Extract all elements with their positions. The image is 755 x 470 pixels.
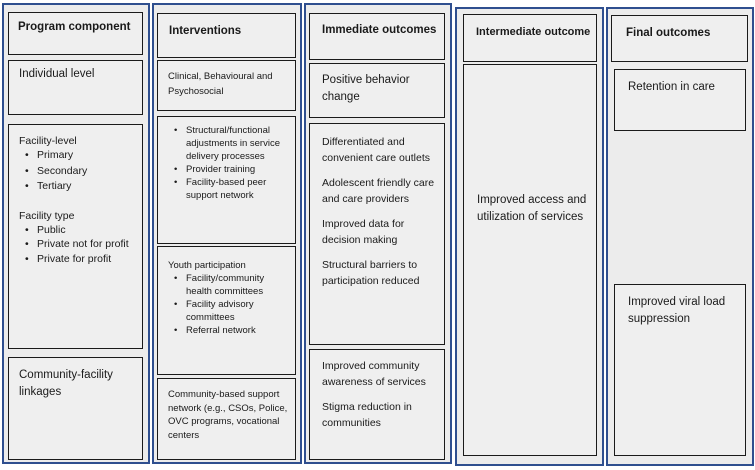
individual-level-box: Individual level <box>8 60 143 115</box>
facility-type-list: Public Private not for profit Private fo… <box>19 223 138 267</box>
facility-level-box: Facility-level Primary Secondary Tertiar… <box>8 124 143 349</box>
immediate-outcomes-header: Immediate outcomes <box>309 13 445 60</box>
list-item: Referral network <box>174 324 291 337</box>
youth-participation-box: Youth participation Facility/community h… <box>157 246 296 375</box>
list-item: Facility/community health committees <box>174 272 291 298</box>
viral-load-label: Improved viral load suppression <box>628 296 726 325</box>
list-item: Structural/functional adjustments in ser… <box>174 124 291 163</box>
list-item: Facility advisory committees <box>174 298 291 324</box>
list-item: Public <box>25 223 138 238</box>
facility-outcome-item: Improved data for decision making <box>322 218 405 246</box>
final-outcomes-column: Final outcomes Retention in care Improve… <box>606 7 754 466</box>
access-utilization-label: Improved access and utilization of servi… <box>477 194 587 223</box>
interventions-header: Interventions <box>157 13 296 58</box>
community-outcome-item: Stigma reduction in communities <box>322 401 412 429</box>
facility-interventions-box: Structural/functional adjustments in ser… <box>157 116 296 244</box>
clinical-box: Clinical, Behavioural and Psychosocial <box>157 60 296 111</box>
facility-outcome-item: Differentiated and convenient care outle… <box>322 136 430 164</box>
list-item: Primary <box>25 148 138 164</box>
access-utilization-box: Improved access and utilization of servi… <box>463 64 597 456</box>
facility-interventions-list: Structural/functional adjustments in ser… <box>168 124 291 202</box>
list-item: Private not for profit <box>25 237 138 252</box>
behavior-change-box: Positive behavior change <box>309 63 445 118</box>
immediate-outcomes-title: Immediate outcomes <box>322 24 437 36</box>
program-component-header: Program component <box>8 12 143 55</box>
community-outcome-item: Improved community awareness of services <box>322 360 426 388</box>
list-item: Tertiary <box>25 179 138 195</box>
facility-level-title: Facility-level <box>19 135 77 147</box>
intermediate-outcome-title: Intermediate outcome <box>476 26 591 38</box>
community-outcomes-box: Improved community awareness of services… <box>309 349 445 460</box>
facility-level-list: Primary Secondary Tertiary <box>19 148 138 195</box>
community-facility-label: Community-facility linkages <box>19 369 113 398</box>
intermediate-outcome-column: Intermediate outcome Improved access and… <box>455 7 604 466</box>
interventions-column: Interventions Clinical, Behavioural and … <box>152 3 302 464</box>
facility-outcome-item: Structural barriers to participation red… <box>322 259 420 287</box>
program-component-title: Program component <box>18 21 131 33</box>
final-outcomes-title: Final outcomes <box>626 27 711 39</box>
clinical-label: Clinical, Behavioural and Psychosocial <box>168 71 273 97</box>
individual-level-label: Individual level <box>19 68 95 80</box>
list-item: Provider training <box>174 163 291 176</box>
community-facility-box: Community-facility linkages <box>8 357 143 460</box>
immediate-outcomes-column: Immediate outcomes Positive behavior cha… <box>304 3 452 464</box>
retention-label: Retention in care <box>628 81 715 93</box>
facility-type-title: Facility type <box>19 209 75 222</box>
youth-participation-list: Facility/community health committees Fac… <box>168 272 291 337</box>
final-outcomes-header: Final outcomes <box>611 15 748 62</box>
list-item: Facility-based peer support network <box>174 176 291 202</box>
community-support-label: Community-based support network (e.g., C… <box>168 389 288 441</box>
community-support-box: Community-based support network (e.g., C… <box>157 378 296 460</box>
list-item: Secondary <box>25 164 138 180</box>
program-component-column: Program component Individual level Facil… <box>2 3 150 464</box>
retention-box: Retention in care <box>614 69 746 131</box>
interventions-title: Interventions <box>169 25 242 37</box>
behavior-change-label: Positive behavior change <box>322 74 410 103</box>
facility-outcome-item: Adolescent friendly care and care provid… <box>322 177 435 205</box>
list-item: Private for profit <box>25 252 138 267</box>
youth-participation-title: Youth participation <box>168 260 246 271</box>
intermediate-outcome-header: Intermediate outcome <box>463 14 597 62</box>
viral-load-box: Improved viral load suppression <box>614 284 746 456</box>
facility-outcomes-box: Differentiated and convenient care outle… <box>309 123 445 345</box>
